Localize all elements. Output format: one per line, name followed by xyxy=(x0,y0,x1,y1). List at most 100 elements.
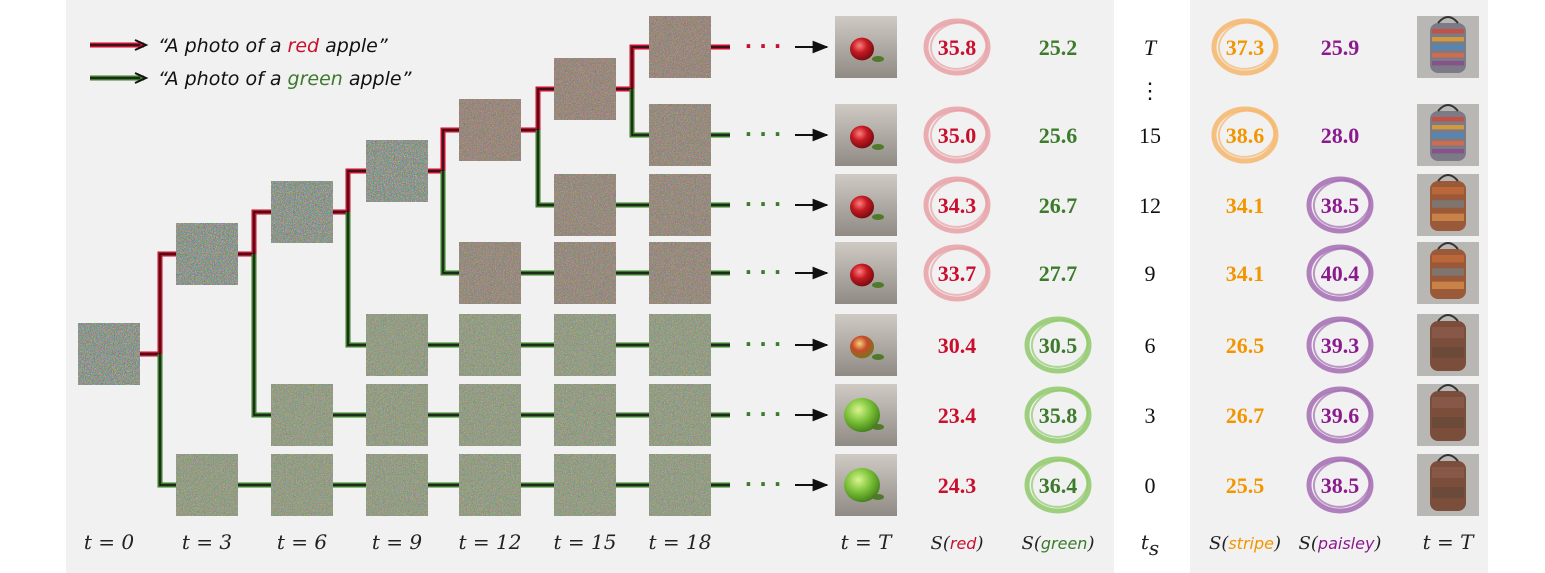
time-label-12: t = 12 xyxy=(459,530,522,554)
noise-tile-row3-col5 xyxy=(554,242,616,304)
noise-tile-row0-col6-noise xyxy=(649,454,711,516)
bag-stripe-1-0 xyxy=(1432,117,1464,122)
apple-leaf-0 xyxy=(872,56,884,62)
highlight-circle-stripe-row-0 xyxy=(1211,18,1279,76)
highlight-circle-paisley-row-5 xyxy=(1306,386,1374,444)
noise-tile-red-3-noise xyxy=(459,99,521,161)
green-branch-t9-core xyxy=(442,171,730,274)
score-stripe-row-3: 34.1 xyxy=(1226,261,1265,286)
highlight-circle-green-row-4 xyxy=(1024,316,1092,374)
highlight-circle-red-row-3 xyxy=(923,244,991,302)
header-s-paisley-suffix: ) xyxy=(1373,533,1381,554)
noise-tile-row0-col6-tint xyxy=(649,454,711,516)
bag-handle-0 xyxy=(1437,16,1459,24)
header-s-green-suffix: ) xyxy=(1086,533,1094,554)
highlight-circle-paisley-row-4 xyxy=(1306,316,1374,374)
bag-stripe-0-1 xyxy=(1432,37,1464,42)
score-green-row-1: 25.6 xyxy=(1039,123,1078,148)
bag-stripe-3-0 xyxy=(1432,255,1464,263)
noise-tile-red-0 xyxy=(176,223,238,285)
bag-handle-6 xyxy=(1437,454,1459,462)
noise-tile-red-4-tint xyxy=(554,58,616,120)
bag-stripe-0-0 xyxy=(1432,29,1464,34)
highlight-circle-paisley-row-4-ring-b xyxy=(1312,319,1371,368)
noise-tile-row0-col5-tint xyxy=(554,454,616,516)
legend-red-arrow-icon xyxy=(134,39,149,51)
apple-fruit-0 xyxy=(850,37,874,61)
noise-tile-row1-col3-tint xyxy=(366,384,428,446)
highlight-circle-green-row-6-ring-a xyxy=(1024,456,1092,514)
apple-image-row-3 xyxy=(835,242,897,304)
highlight-circle-red-row-2 xyxy=(923,176,991,234)
noise-tile-row5-col6 xyxy=(649,104,711,166)
apple-fruit-1 xyxy=(850,125,874,149)
ellipsis-row-2: · · · xyxy=(745,192,782,216)
apple-leaf-5 xyxy=(872,424,884,430)
noise-tile-row2-col6 xyxy=(649,314,711,376)
score-red-row-0: 35.8 xyxy=(938,35,977,60)
highlight-circle-green-row-6-ring-b xyxy=(1030,459,1089,508)
score-red-row-2: 34.3 xyxy=(938,193,977,218)
backpack-image-row-1 xyxy=(1417,104,1479,166)
noise-tile-row4-col6-tint xyxy=(649,174,711,236)
bag-stripe-2-1 xyxy=(1432,200,1464,208)
ts-value-row-2: 12 xyxy=(1139,193,1161,218)
backpack-image-row-6 xyxy=(1417,454,1479,516)
highlight-circle-paisley-row-6-ring-b xyxy=(1312,459,1371,508)
time-label-3: t = 3 xyxy=(182,530,232,554)
noise-tile-row0-col3-noise xyxy=(366,454,428,516)
apple-image-row-6 xyxy=(835,454,897,516)
header-ts: ts xyxy=(1141,530,1159,560)
noise-tile-root-noise xyxy=(78,323,140,385)
apple-leaf-2 xyxy=(872,214,884,220)
ts-value-row-3: 9 xyxy=(1145,261,1156,286)
score-stripe-row-2: 34.1 xyxy=(1226,193,1265,218)
highlight-circle-green-row-5-ring-a xyxy=(1024,386,1092,444)
highlight-circle-stripe-row-1 xyxy=(1211,106,1279,164)
noise-tile-row1-col6-tint xyxy=(649,384,711,446)
apple-leaf-6 xyxy=(872,494,884,500)
noise-tile-red-5-noise xyxy=(649,16,711,78)
bag-handle-2 xyxy=(1437,174,1459,182)
highlight-circle-green-row-4-ring-a xyxy=(1024,316,1092,374)
noise-tile-row0-col6 xyxy=(649,454,711,516)
noise-tile-row3-col6-noise xyxy=(649,242,711,304)
score-stripe-row-4: 26.5 xyxy=(1226,333,1265,358)
bag-stripe-1-2 xyxy=(1432,133,1464,138)
score-green-row-3: 27.7 xyxy=(1039,261,1078,286)
bag-stripe-6-0 xyxy=(1432,467,1464,478)
header-s-stripe-suffix: ) xyxy=(1273,533,1281,554)
noise-tile-row0-col4-noise xyxy=(459,454,521,516)
noise-tile-row0-col4-tint xyxy=(459,454,521,516)
time-label-final-bag: t = T xyxy=(1423,530,1476,554)
bag-handle-4 xyxy=(1437,314,1459,322)
header-s-stripe-prefix: S( xyxy=(1209,533,1229,554)
noise-tile-row1-col4-tint xyxy=(459,384,521,446)
bag-stripe-5-1 xyxy=(1432,417,1464,428)
apple-leaf-4 xyxy=(872,354,884,360)
header-ts-sub: s xyxy=(1149,536,1159,560)
noise-tile-row1-col3 xyxy=(366,384,428,446)
header-s-green-prefix: S( xyxy=(1022,533,1042,554)
bag-stripe-1-4 xyxy=(1432,149,1464,154)
highlight-circle-paisley-row-5-ring-b xyxy=(1312,389,1371,438)
noise-tile-row2-col6-noise xyxy=(649,314,711,376)
score-stripe-row-1: 38.6 xyxy=(1226,123,1265,148)
score-red-row-6: 24.3 xyxy=(938,473,977,498)
noise-tile-row1-col4-noise xyxy=(459,384,521,446)
highlight-circle-green-row-4-ring-b xyxy=(1030,319,1089,368)
header-s-paisley-word: paisley xyxy=(1317,534,1375,553)
backpack-image-row-2 xyxy=(1417,174,1479,236)
backpack-image-row-5 xyxy=(1417,384,1479,446)
ts-vdots: ⋮ xyxy=(1139,78,1161,103)
apple-fruit-4 xyxy=(850,335,874,359)
legend-green-arrow-icon xyxy=(134,72,149,84)
score-paisley-row-3: 40.4 xyxy=(1321,261,1360,286)
noise-tile-row3-col4 xyxy=(459,242,521,304)
score-paisley-row-6: 38.5 xyxy=(1321,473,1360,498)
ellipsis-row-5: · · · xyxy=(745,402,782,426)
noise-tile-row1-col5-tint xyxy=(554,384,616,446)
legend-green-prefix: “A photo of a xyxy=(158,68,288,90)
highlight-circle-green-row-5-ring-b xyxy=(1030,389,1089,438)
score-green-row-0: 25.2 xyxy=(1039,35,1078,60)
